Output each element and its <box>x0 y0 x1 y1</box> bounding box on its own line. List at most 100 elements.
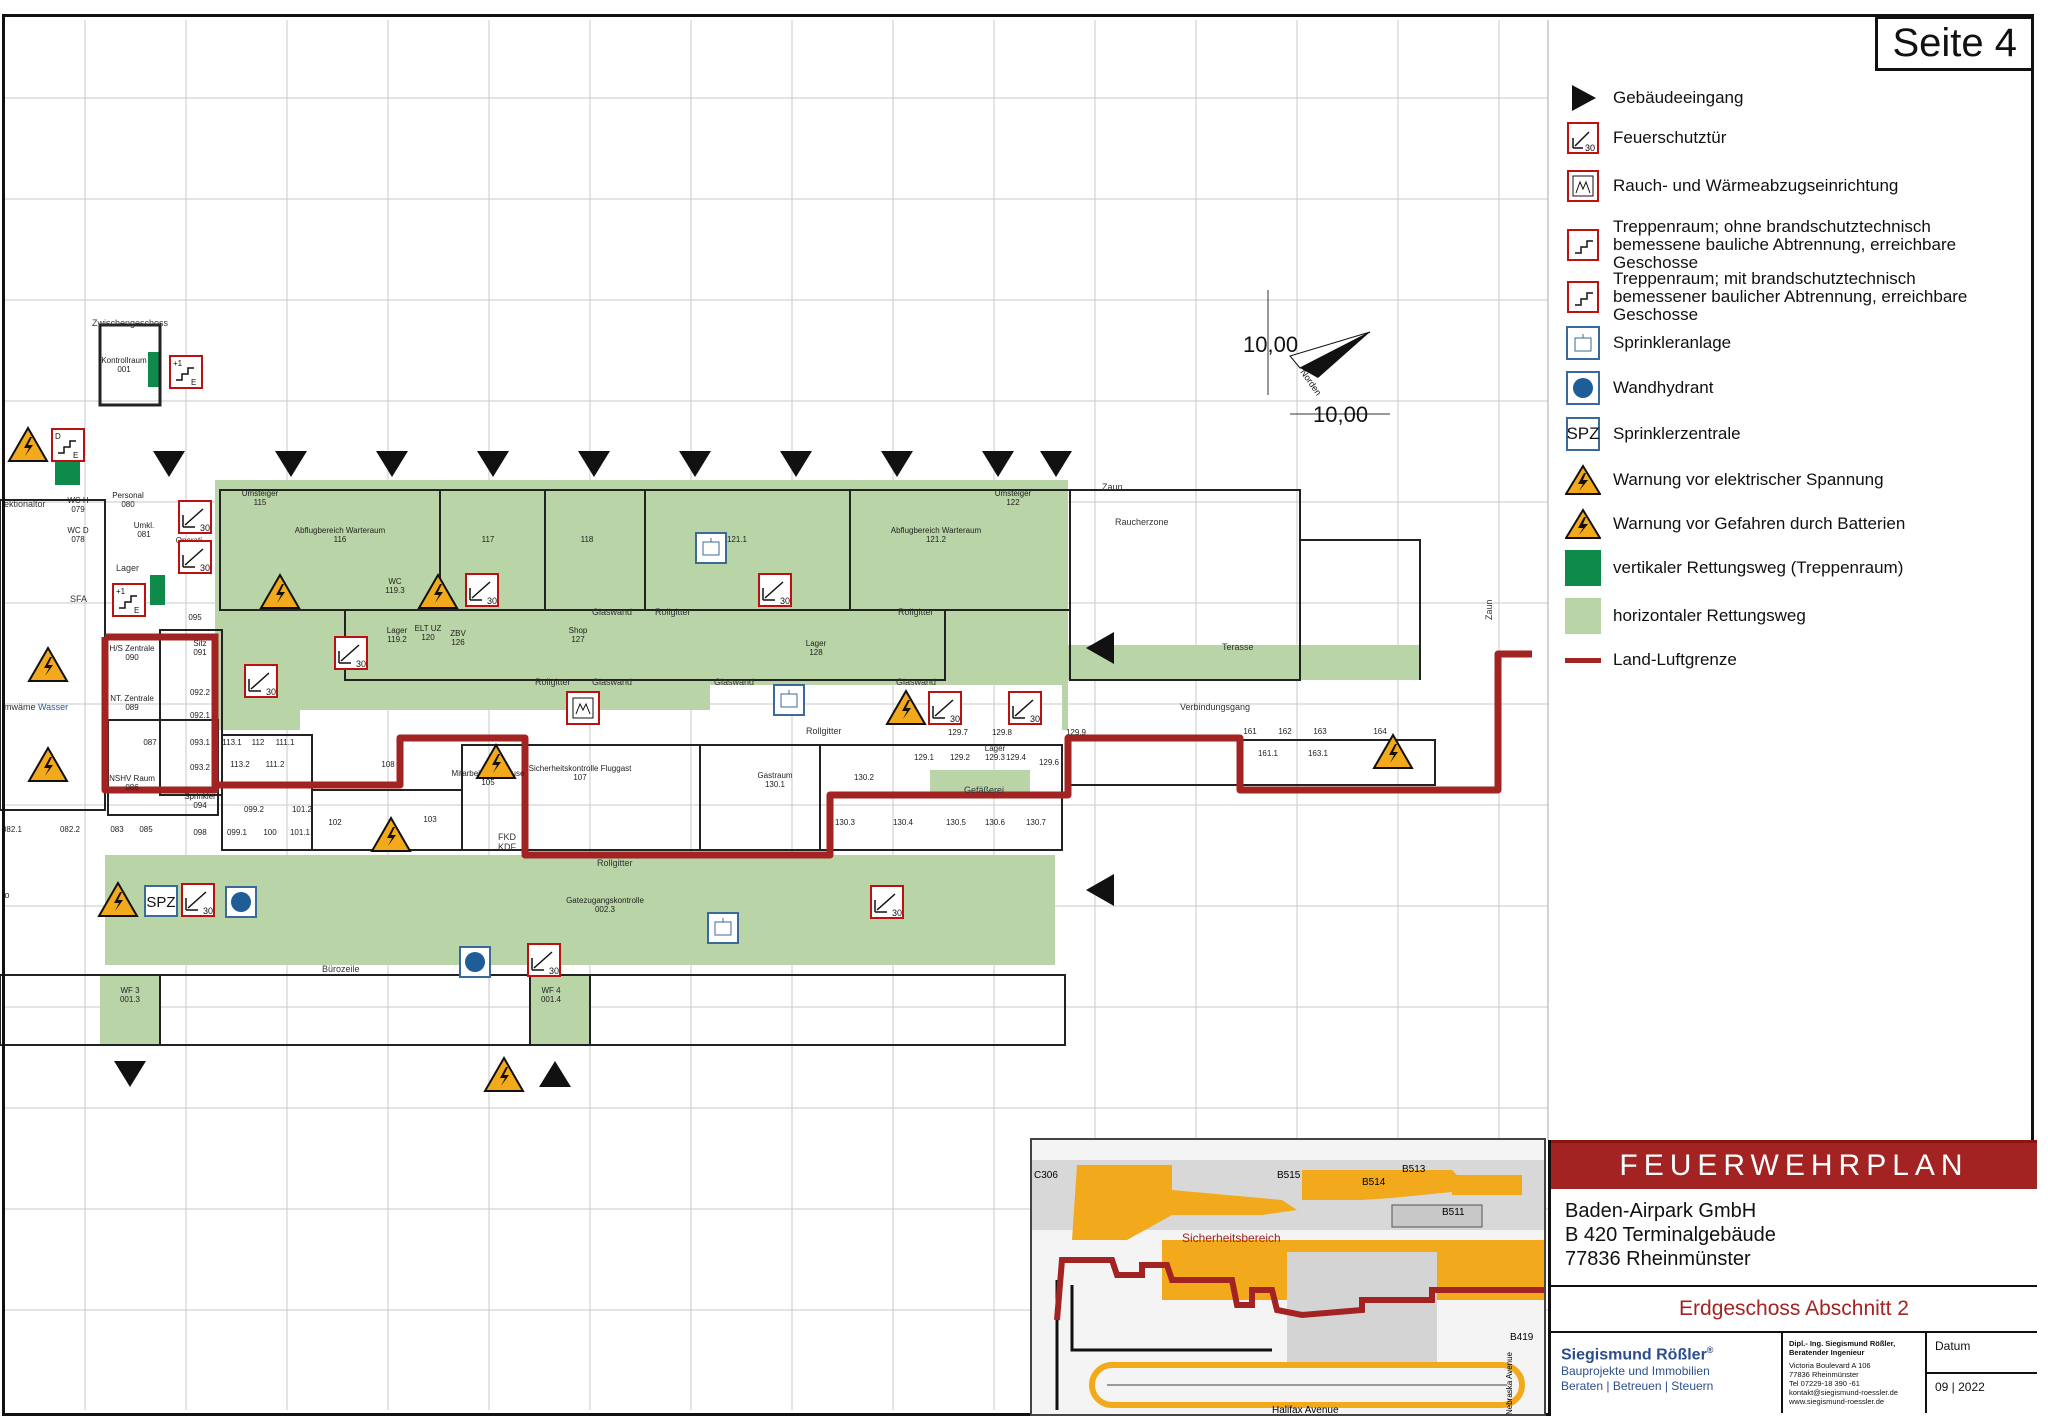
legend-item: Treppenraum; mit brandschutztechnisch be… <box>1565 270 2013 324</box>
fire-door-icon: 30 <box>181 883 215 917</box>
escape-route-zones <box>55 352 1420 1045</box>
hydrant-icon <box>225 886 257 918</box>
room-number: 130.5 <box>946 818 967 827</box>
room-number: 101.1 <box>290 828 311 837</box>
title-footer: Siegismund Rößler® Bauprojekte und Immob… <box>1551 1333 2037 1413</box>
legend-item: vertikaler Rettungsweg (Treppenraum) <box>1565 550 1903 586</box>
svg-text:E: E <box>73 451 78 460</box>
plan-label: FKD <box>498 832 517 842</box>
room-label: 087 <box>143 738 157 747</box>
room-label: 099.1 <box>227 828 248 837</box>
room-name: ELT UZ <box>415 624 442 633</box>
room-label: 108 <box>381 760 395 769</box>
legend-label: Treppenraum; ohne brandschutztechnisch b… <box>1613 217 1957 272</box>
room-label: 100 <box>263 828 277 837</box>
room-number: 122 <box>1006 498 1020 507</box>
svg-text:30: 30 <box>1585 143 1595 152</box>
room-name: Lager <box>387 626 408 635</box>
smoke-vent-icon <box>1565 168 1601 204</box>
site-overview-map: C306 B515 B514 B513 B511 B419 Sicherheit… <box>1030 1138 1546 1416</box>
north-arrow: 10,00 10,00 Norden <box>1243 290 1390 427</box>
room-name: WC <box>388 577 402 586</box>
room-number: 161.1 <box>1258 749 1279 758</box>
room-name: Abflugbereich Warteraum <box>295 526 386 535</box>
battery-warning-icon <box>27 645 69 682</box>
plan-label: Rollgitter <box>806 726 842 736</box>
logo-tagline: Beraten | Betreuen | Steuern <box>1561 1379 1714 1394</box>
room-label: 161.1 <box>1258 749 1279 758</box>
plan-label: KDF <box>498 842 517 852</box>
plan-label: Terasse <box>1222 642 1254 652</box>
room-label: 083 <box>110 825 124 834</box>
entrance-icon <box>780 451 812 477</box>
room-number: 101.2 <box>292 805 313 814</box>
entrance-icon <box>539 1061 571 1087</box>
plan-label: Zwischengeschoss <box>92 318 169 328</box>
room-label: 093.1 <box>190 738 211 747</box>
room-label: 118 <box>581 535 594 544</box>
date-label: Datum <box>1927 1333 2037 1374</box>
plan-label: ektionaltor <box>4 499 46 509</box>
svg-text:E: E <box>191 378 196 387</box>
plan-label: Rollgitter <box>597 858 633 868</box>
legend-label: Rauch- und Wärmeabzugseinrichtung <box>1613 176 1899 195</box>
entrance-icon <box>1040 451 1072 477</box>
electric-warning-icon <box>7 425 49 462</box>
fire-door-icon: 30 <box>1008 691 1042 725</box>
room-label: 092.1 <box>190 711 211 720</box>
contact-line: Victoria Boulevard A 106 <box>1789 1361 1871 1370</box>
room-label: 082.2 <box>60 825 81 834</box>
svg-text:30: 30 <box>356 659 366 669</box>
room-number: 093.2 <box>190 763 211 772</box>
room-label: 082.1 <box>2 825 23 834</box>
room-label: 130.5 <box>946 818 967 827</box>
room-label: 130.2 <box>854 773 875 782</box>
horizontal-escape-route <box>530 975 590 1045</box>
room-label: 113.2 <box>230 760 250 769</box>
room-name: Sitz <box>193 639 206 648</box>
room-number: 130.7 <box>1026 818 1047 827</box>
room-number: 086 <box>125 783 139 792</box>
room-name: Sprinkler <box>184 792 216 801</box>
room-number: 130.1 <box>765 780 786 789</box>
overview-label: B515 <box>1277 1170 1301 1181</box>
city: 77836 Rheinmünster <box>1565 1248 1751 1270</box>
room-label: 162 <box>1278 727 1292 736</box>
plan-label: fo <box>2 890 10 900</box>
date-value: 09 | 2022 <box>1935 1380 1985 1394</box>
fire-door-icon: 30 <box>334 636 368 670</box>
overview-label: B514 <box>1362 1177 1386 1188</box>
svg-text:30: 30 <box>200 523 210 533</box>
scale-label-horizontal: 10,00 <box>1313 402 1368 427</box>
room-number: 129.9 <box>1066 728 1087 737</box>
logo-name: Siegismund Rößler <box>1561 1346 1707 1364</box>
room-number: 102 <box>328 818 342 827</box>
vertical-escape-route <box>55 460 80 485</box>
room-name: Sicherheitskontrolle Fluggast <box>529 764 632 773</box>
electric-warning-icon <box>97 880 139 917</box>
legend-label: Treppenraum; mit brandschutztechnisch be… <box>1613 269 1968 324</box>
plan-label: Glaswand <box>592 677 632 687</box>
room-number: 130.6 <box>985 818 1006 827</box>
logo-tagline: Bauprojekte und Immobilien <box>1561 1364 1710 1379</box>
room-number: 085 <box>139 825 153 834</box>
plan-label: Zaun <box>1102 482 1123 492</box>
hydrant-icon <box>459 946 491 978</box>
plan-label: Rollgitter <box>535 677 571 687</box>
room-number: 091 <box>193 648 207 657</box>
contact-details: Dipl.- Ing. Siegismund Rößler,Beratender… <box>1783 1333 1927 1413</box>
entrance-icon <box>477 451 509 477</box>
svg-text:30: 30 <box>892 908 902 918</box>
land-air-border-icon <box>1565 642 1601 678</box>
plan-label: Raucherzone <box>1115 517 1169 527</box>
room-name: WF 3 <box>120 986 140 995</box>
